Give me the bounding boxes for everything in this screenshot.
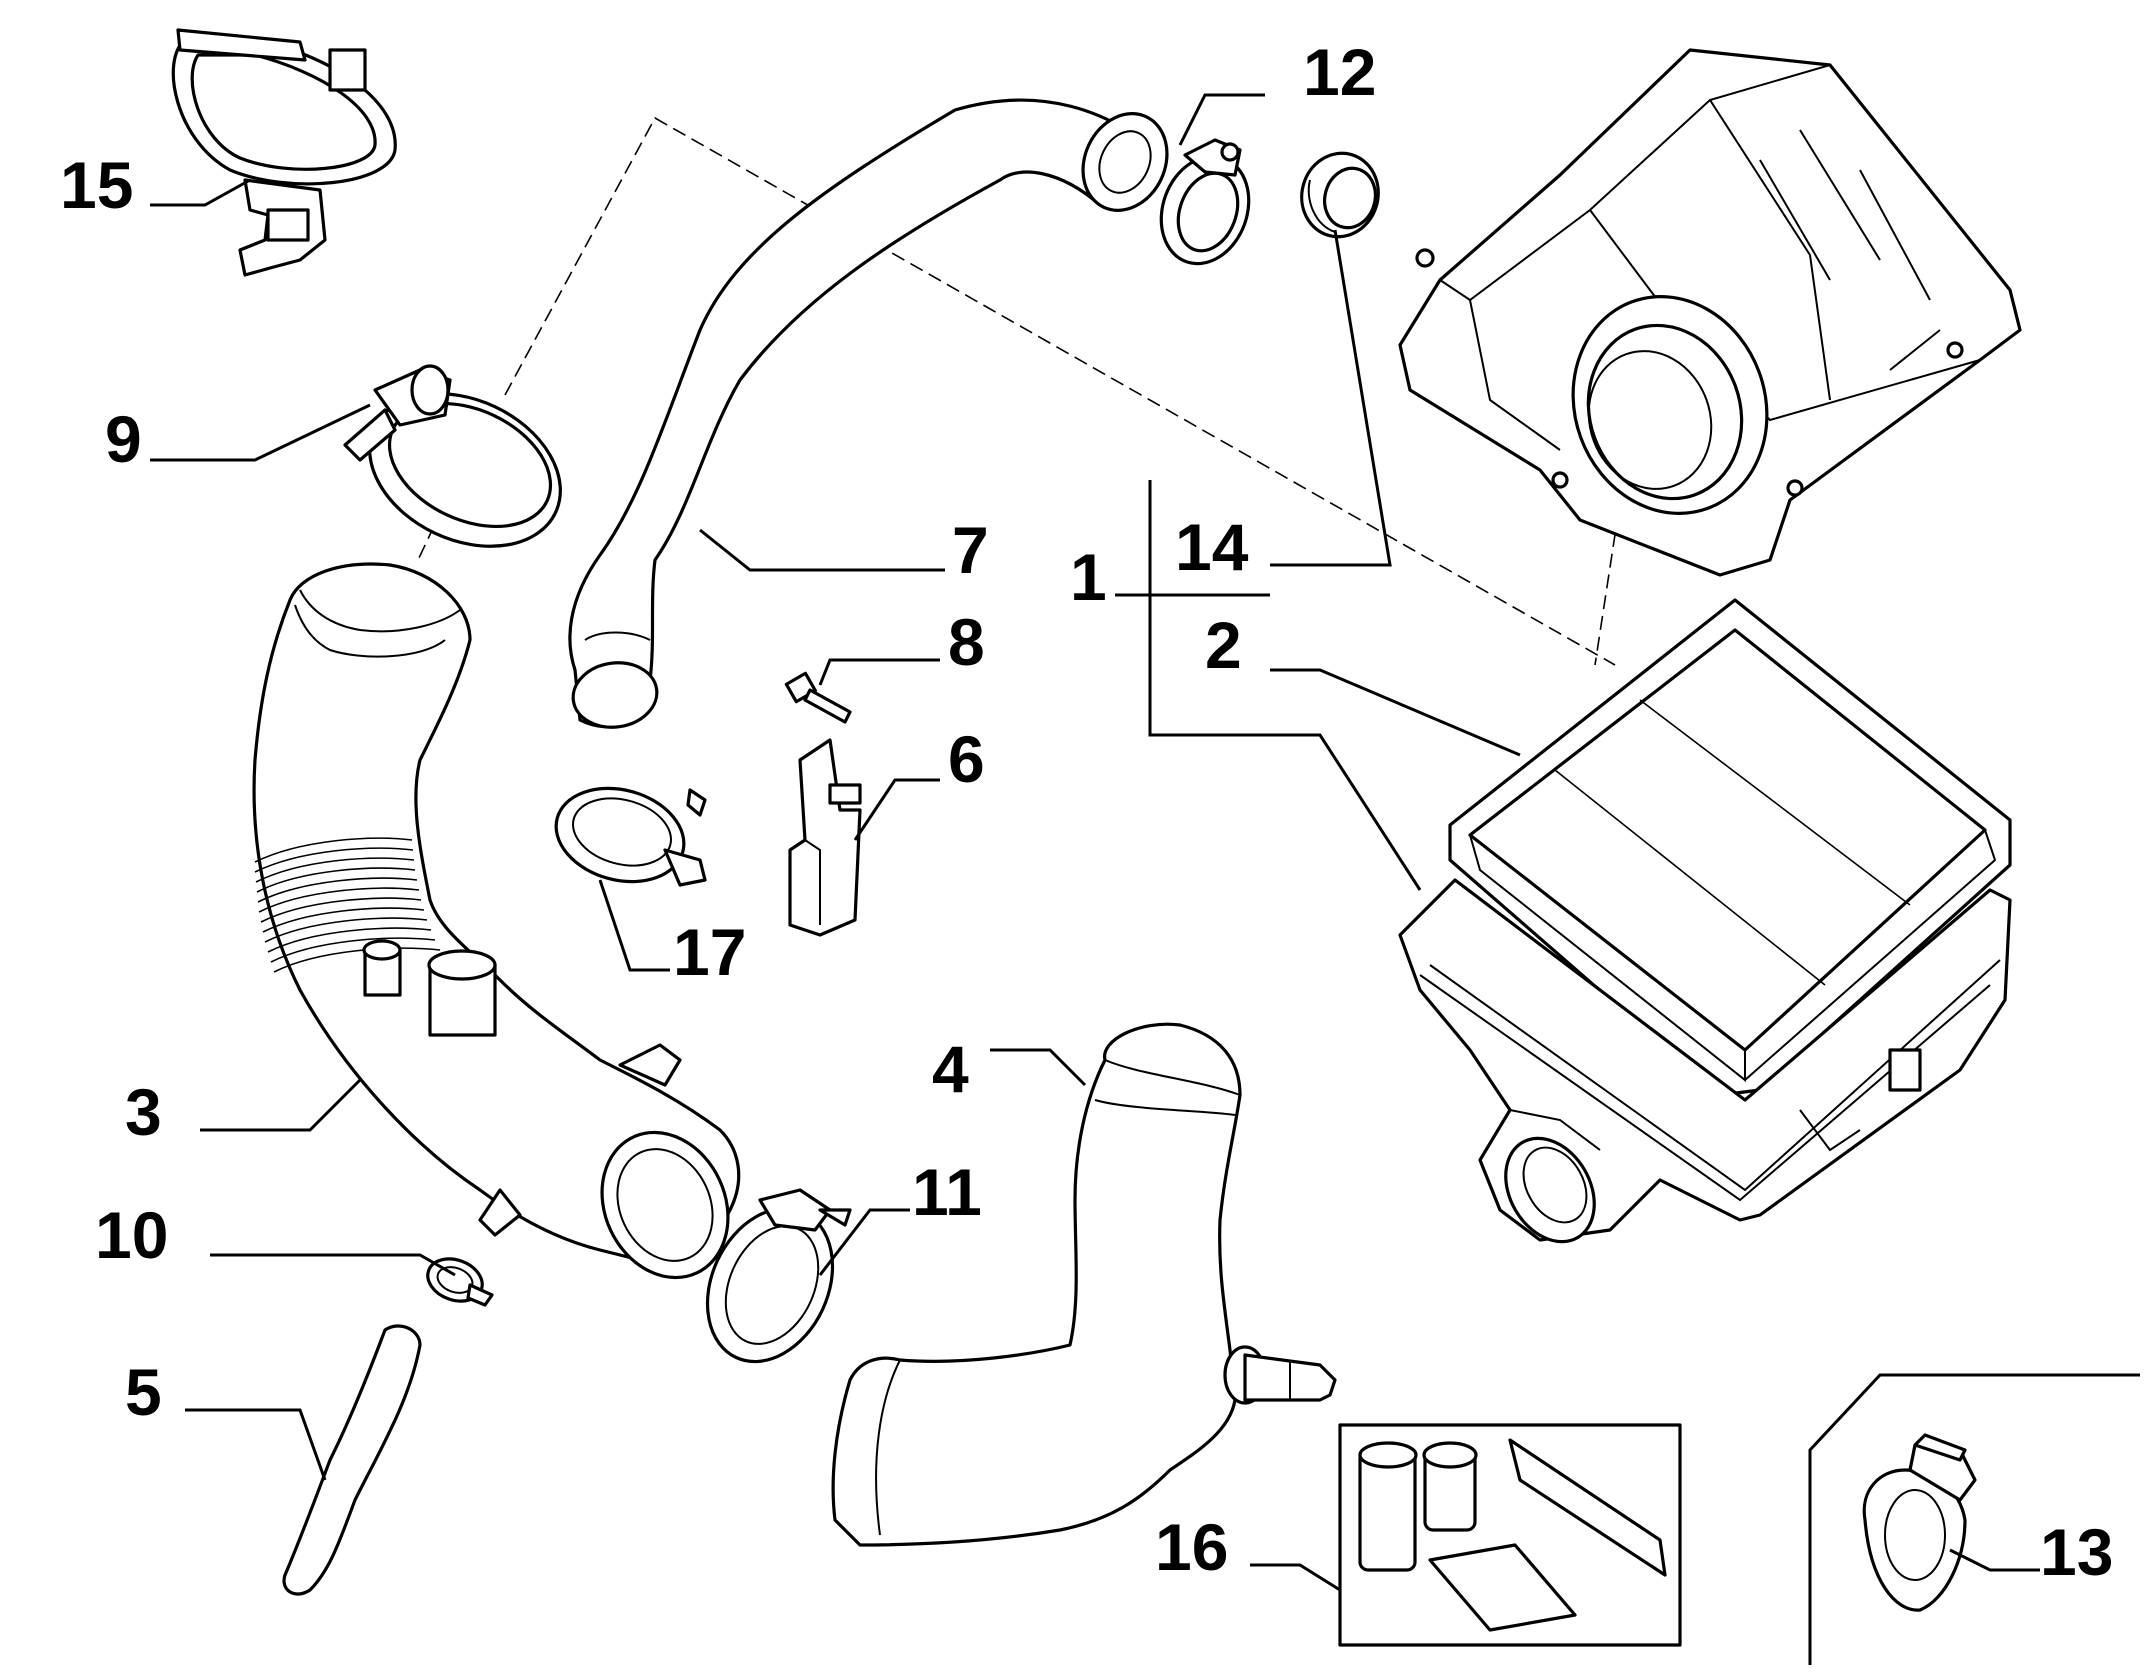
part-9-large-hose-clamp bbox=[343, 364, 562, 548]
label-4: 4 bbox=[932, 1032, 969, 1106]
label-13: 13 bbox=[2040, 1515, 2113, 1589]
label-9: 9 bbox=[105, 402, 142, 476]
label-14: 14 bbox=[1175, 510, 1249, 584]
part-3-main-intake-duct bbox=[252, 562, 741, 1280]
label-1: 1 bbox=[1070, 540, 1107, 614]
label-17: 17 bbox=[673, 915, 746, 989]
part-number-labels: 15 12 9 7 14 1 8 2 6 17 4 3 11 10 5 16 1… bbox=[60, 35, 2113, 1589]
part-7-upper-hose bbox=[568, 98, 1169, 729]
part-11-hose-clamp bbox=[705, 1188, 852, 1364]
label-10: 10 bbox=[95, 1198, 168, 1272]
leader-lines bbox=[150, 93, 2040, 1592]
label-3: 3 bbox=[125, 1075, 162, 1149]
label-6: 6 bbox=[948, 722, 985, 796]
part-8-bolt bbox=[784, 671, 852, 724]
part-16-service-kit bbox=[1338, 1423, 1682, 1647]
label-11: 11 bbox=[912, 1155, 982, 1229]
part-5-small-hose bbox=[282, 1324, 422, 1596]
part-10-small-clamp bbox=[426, 1257, 494, 1307]
part-17-hose-clamp bbox=[554, 786, 707, 887]
part-6-bracket bbox=[788, 738, 862, 937]
part-13-clip bbox=[1808, 1373, 2140, 1665]
label-16: 16 bbox=[1155, 1510, 1228, 1584]
part-4-elbow-duct bbox=[831, 1022, 1337, 1547]
alignment-dashed-lines bbox=[417, 116, 1629, 666]
part-2-air-filter-element bbox=[1448, 598, 2012, 1097]
corrugated-bellows bbox=[254, 837, 441, 973]
label-2: 2 bbox=[1205, 608, 1242, 682]
label-7: 7 bbox=[952, 513, 989, 587]
label-8: 8 bbox=[948, 605, 985, 679]
part-15-strap-clip bbox=[171, 28, 397, 277]
label-5: 5 bbox=[125, 1355, 162, 1429]
airbox-cover bbox=[1398, 48, 2022, 577]
label-12: 12 bbox=[1303, 35, 1376, 109]
airbox-lower-housing bbox=[1398, 878, 2012, 1244]
label-15: 15 bbox=[60, 148, 133, 222]
part-12-hose-clamp bbox=[1159, 138, 1251, 266]
part-14-grommet bbox=[1300, 151, 1380, 239]
